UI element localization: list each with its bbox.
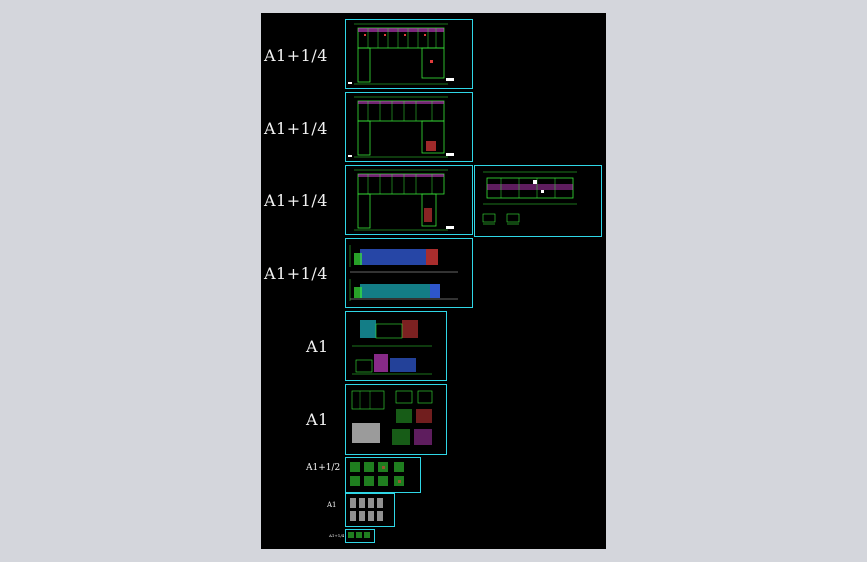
drawing-canvas: A1+1/4 A1+1/4 A1+1/4 A1+1/4 A1 A1 A1+1/2… [261, 13, 606, 549]
sheet-label-9: A1+1/4 [329, 533, 345, 538]
sheet-label-6: A1 [306, 410, 329, 429]
sheet-label-1: A1+1/4 [264, 46, 328, 65]
sheet-roof-plan[interactable] [474, 165, 602, 237]
sheet-details-1[interactable] [345, 384, 447, 455]
sheet-details-2[interactable] [345, 457, 421, 493]
sheet-label-4: A1+1/4 [264, 264, 328, 283]
sheet-details-4[interactable] [345, 529, 375, 543]
sheet-floor-plan-3[interactable] [345, 165, 473, 235]
sheet-label-3: A1+1/4 [264, 191, 328, 210]
sheet-label-5: A1 [306, 337, 329, 356]
sheet-floor-plan-1[interactable] [345, 19, 473, 89]
sheet-floor-plan-2[interactable] [345, 92, 473, 162]
sheet-label-7: A1+1/2 [306, 463, 341, 473]
sheet-label-8: A1 [327, 501, 337, 509]
sheet-elevations[interactable] [345, 238, 473, 308]
sheet-sections[interactable] [345, 311, 447, 381]
sheet-details-3[interactable] [345, 493, 395, 527]
sheet-label-2: A1+1/4 [264, 119, 328, 138]
